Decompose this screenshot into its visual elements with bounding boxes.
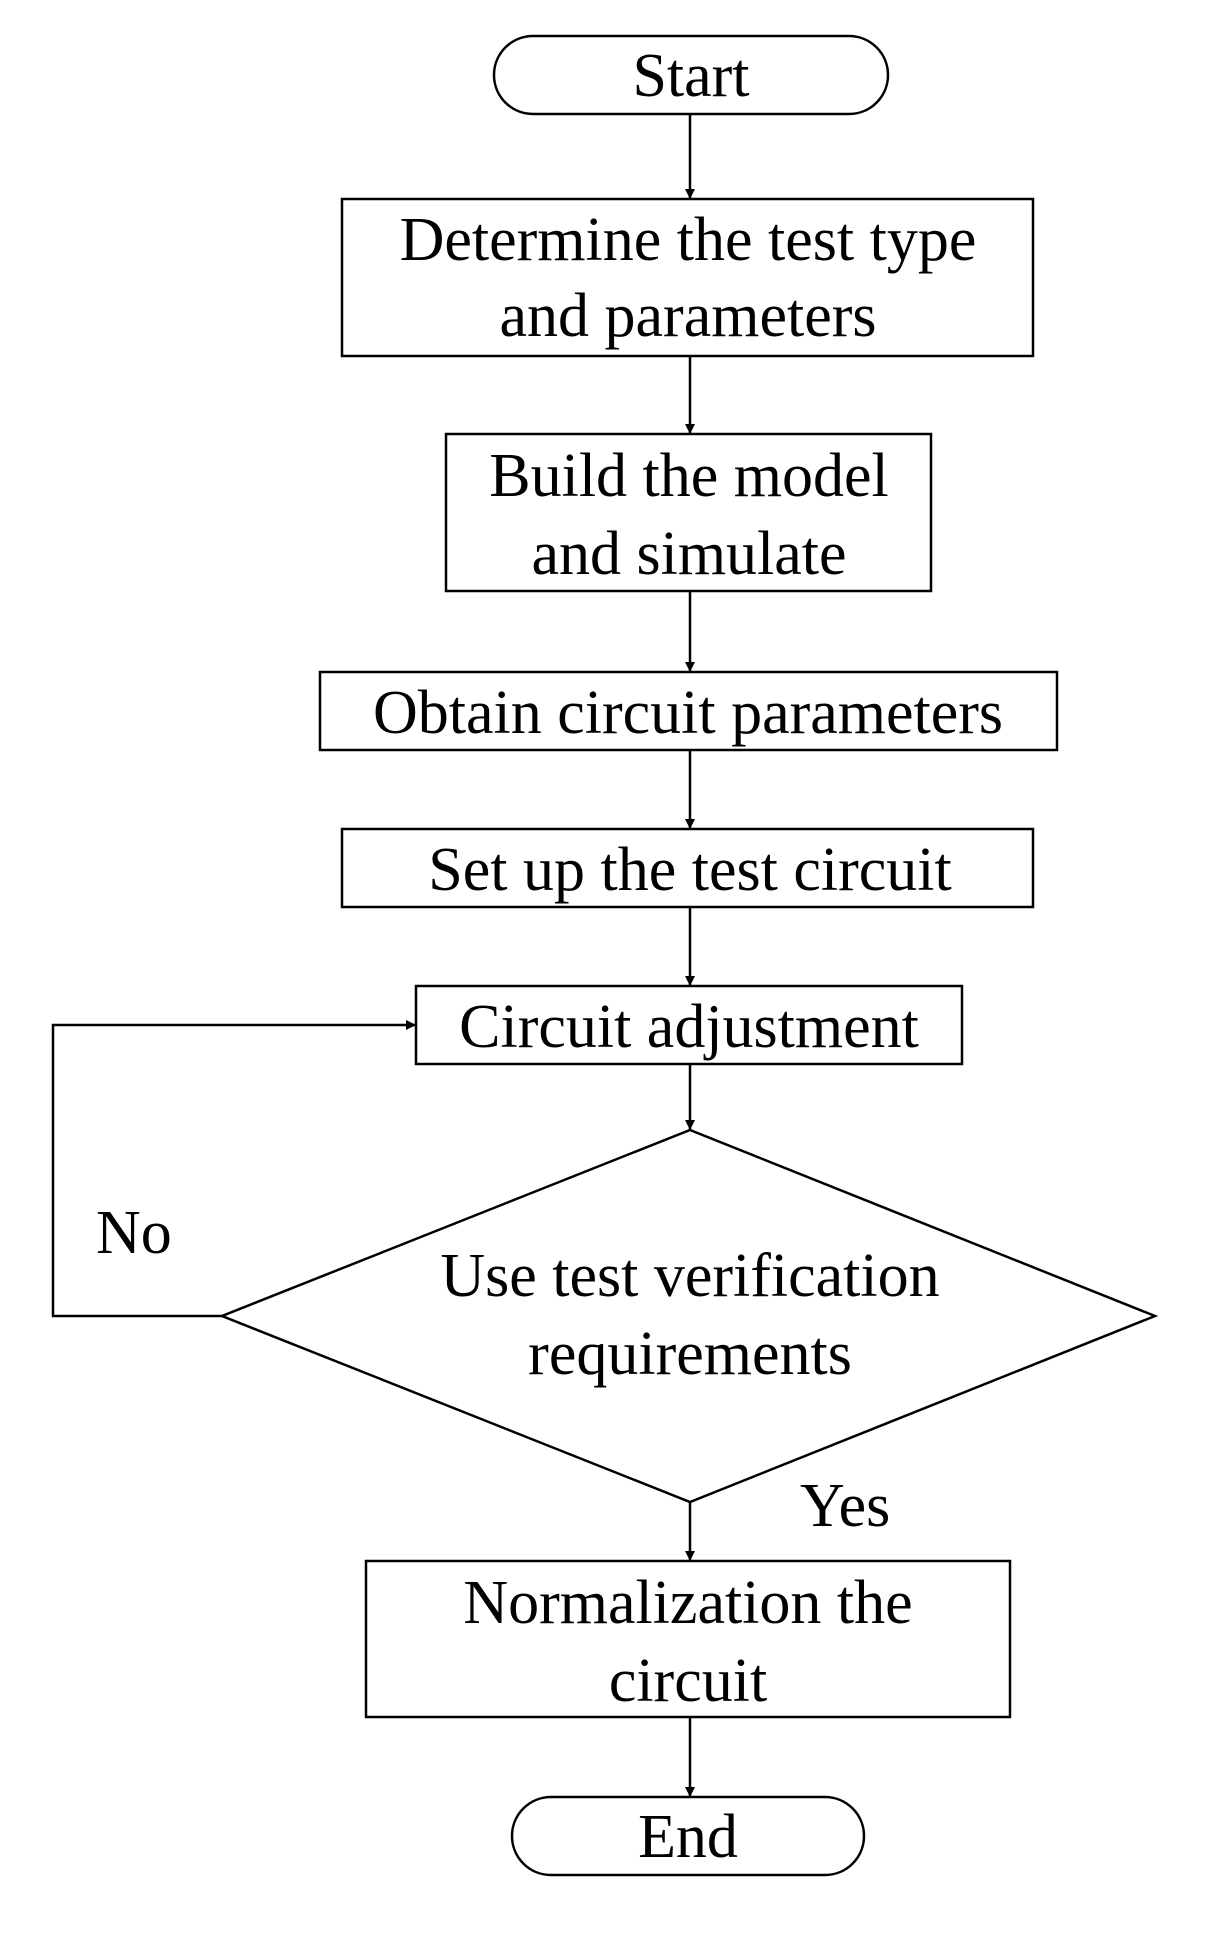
end-node: End — [510, 1795, 866, 1877]
build-model-line1: Build the model — [489, 442, 889, 510]
build-model-line2: and simulate — [531, 520, 846, 588]
circuit-adjustment-node: Circuit adjustment — [414, 984, 964, 1066]
determine-test-type-line2: and parameters — [500, 282, 877, 350]
normalization-node: Normalization the circuit — [364, 1559, 1012, 1719]
obtain-circuit-parameters-label: Obtain circuit parameters — [373, 679, 1003, 747]
verification-decision-line2: requirements — [528, 1320, 852, 1388]
build-model-node: Build the model and simulate — [444, 432, 933, 593]
determine-test-type-line1: Determine the test type — [400, 206, 977, 274]
normalization-line2: circuit — [609, 1647, 767, 1715]
obtain-circuit-parameters-node: Obtain circuit parameters — [318, 670, 1059, 752]
verification-decision-node: Use test verification requirements — [218, 1128, 1159, 1504]
yes-branch-label: Yes — [800, 1472, 890, 1540]
circuit-adjustment-label: Circuit adjustment — [459, 993, 919, 1061]
start-node-label: Start — [632, 42, 749, 110]
verification-decision-line1: Use test verification — [440, 1242, 939, 1310]
setup-test-circuit-node: Set up the test circuit — [340, 827, 1035, 909]
no-branch-label: No — [96, 1199, 172, 1267]
determine-test-type-node: Determine the test type and parameters — [340, 197, 1035, 358]
arrow-decision-no-to-adjust — [51, 1020, 416, 1318]
start-node: Start — [492, 34, 890, 116]
setup-test-circuit-label: Set up the test circuit — [428, 836, 951, 904]
normalization-line1: Normalization the — [463, 1569, 912, 1637]
end-node-label: End — [638, 1803, 738, 1871]
